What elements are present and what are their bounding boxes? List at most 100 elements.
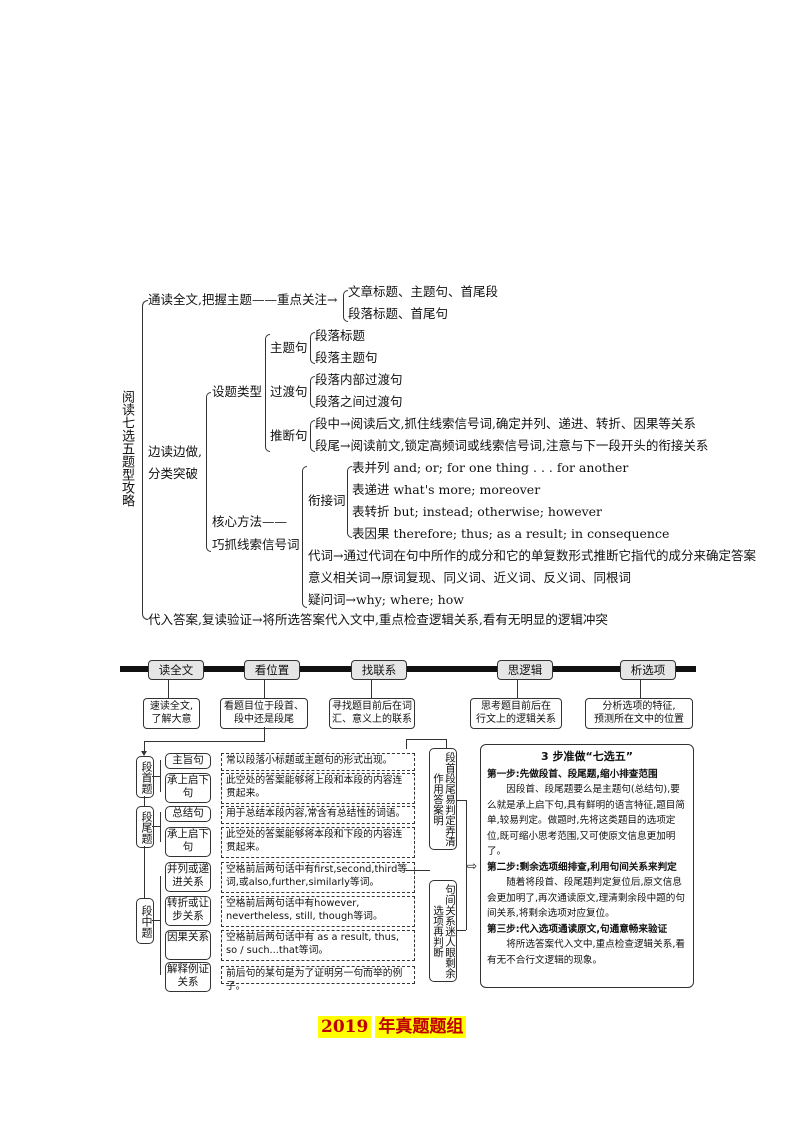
connector [406,870,430,871]
type-summary: 总结句 [165,806,211,822]
connector [446,739,447,748]
step-check-position: 看位置 [244,660,300,680]
arrow-right-icon: ⇨ [467,859,478,873]
connector [168,679,169,698]
branch1-item: 段落标题、首尾句 [348,306,449,321]
step-find-links: 找联系 [351,660,407,680]
other-clue-item: 疑问词→why; where; how [308,592,464,607]
desc-parallel: 空格前后两句话中有first,second,third等词,或also,furt… [221,862,415,893]
connectives-label: 衔接词 [308,493,346,508]
type-main-idea: 主旨句 [165,753,211,769]
note-start-end: 段首段尾易判定弄清作用答案明 [429,748,457,850]
step2-heading: 第二步:剩余选项细排查,利用句间关系来判定 [487,861,677,873]
position-paragraph-middle: 段中题 [136,898,154,944]
type-transition: 承上启下句 [165,827,211,857]
desc-check-position: 看题目位于段首、 段中还是段尾 [220,698,308,729]
topic-item: 段落主题句 [315,350,378,365]
connectives-brace [347,466,352,538]
arrow-down-icon [141,751,147,756]
type-transition: 承上启下句 [165,773,211,803]
type-contrast: 转折或让步关系 [165,896,211,926]
desc-transition-end: 此空处的答案能够将本段和下段的内容连贯起来。 [221,827,415,858]
step-think-logic: 思逻辑 [497,660,553,680]
root-brace [142,300,148,620]
desc-line: 思考题目前后在 [481,701,551,712]
connector [160,760,161,792]
branch2-brace [206,392,211,552]
transition-item: 段落之间过渡句 [315,394,403,409]
connector [144,741,145,754]
topic-sentence-label: 主题句 [270,340,308,355]
connector [144,846,145,898]
step-read-whole: 读全文 [148,660,204,680]
desc-line: 看题目位于段首、 [224,701,304,712]
connector [144,796,145,806]
branch1-item: 文章标题、主题句、首尾段 [348,284,499,299]
desc-line: 分析选项的特征, [602,701,676,712]
step3-heading: 第三步:代入选项通读原文,句通意畅来验证 [487,923,668,935]
question-types-brace [265,334,270,452]
connector [264,679,265,698]
inference-brace [310,420,315,452]
connector [160,812,161,842]
branch2-label: 边读边做, [148,444,202,459]
step1-body: 因段首、段尾题要么是主题句(总结句),要么就是承上启下句,具有鲜明的语言特征,题… [487,784,685,857]
step3-body: 将所选答案代入文中,重点检查逻辑关系,看有无不合行文逻辑的现象。 [487,939,685,966]
desc-line: 寻找题目前后在词 [332,701,412,712]
connector [264,727,265,741]
timeline-bar [120,666,696,672]
connector [406,739,407,749]
core-method-label: 巧抓线索信号词 [212,537,300,552]
root-title: 阅读七选五题型攻略 [119,390,134,507]
desc-think-logic: 思考题目前后在 行文上的逻辑关系 [470,698,562,729]
connective-item: 表因果 therefore; thus; as a result; in con… [352,526,670,541]
core-method-label: 核心方法—— [212,514,288,529]
inference-item: 段尾→阅读前文,锁定高频词或线索信号词,注意与下一段开头的衔接关系 [315,438,709,453]
connector [144,741,265,742]
topic-item: 段落标题 [315,328,366,343]
connector [406,739,446,740]
connector [456,800,466,801]
topic-brace [310,332,315,364]
three-steps-box: 3 步准做“七选五” 第一步:先做段首、段尾题,缩小排查范围 因段首、段尾题要么… [480,744,694,988]
core-method-brace [302,466,307,608]
desc-line: 段中还是段尾 [234,714,294,725]
desc-find-links: 寻找题目前后在词 汇、意义上的联系 [329,698,415,729]
desc-cause-effect: 空格前后两句话中有 as a result, thus, so / such..… [221,930,415,961]
connector [152,776,160,777]
desc-example: 前后句的某句是为了证明另一句而举的例子。 [221,966,415,992]
branch1-label: 通读全文,把握主题——重点关注→ [148,292,338,307]
section-year: 2019 [318,1016,372,1038]
position-paragraph-start: 段首题 [136,756,154,798]
desc-contrast: 空格前后两句话中有however, nevertheless, still, t… [221,896,415,927]
connector [371,679,372,698]
desc-line: 预测所在文中的位置 [594,714,684,725]
inference-item: 段中→阅读后文,抓住线索信号词,确定并列、递进、转折、因果等关系 [315,416,696,431]
note-middle: 句间关系迷人眼剩余选项再判断 [429,880,457,982]
branch1-brace [343,290,348,322]
inference-sentence-label: 推断句 [270,428,308,443]
connector [517,679,518,698]
other-clue-item: 意义相关词→原词复现、同义词、近义词、反义词、同根词 [308,570,631,585]
connector [160,876,161,975]
connective-item: 表转折 but; instead; otherwise; however [352,504,603,519]
desc-line: 速读全文, [149,701,194,712]
question-types-label: 设题类型 [212,384,263,399]
position-paragraph-end: 段尾题 [136,806,154,848]
desc-summary: 用于总结本段内容,常含有总结性的词语。 [221,806,415,824]
connective-item: 表并列 and; or; for one thing . . . for ano… [352,460,629,475]
connector [640,679,641,698]
connective-item: 表递进 what's more; moreover [352,482,541,497]
step-analyze-options: 析选项 [620,660,676,680]
type-parallel: 并列或递进关系 [165,862,211,892]
transition-sentence-label: 过渡句 [270,384,308,399]
desc-transition-start: 此空处的答案能够将上段和本段的内容连贯起来。 [221,773,415,804]
type-example: 解释例证关系 [165,962,211,992]
section-title-text: 年真题题组 [375,1016,467,1038]
steps-title: 3 步准做“七选五” [541,750,633,763]
connector [466,800,467,930]
connector [152,920,160,921]
desc-read-whole: 速读全文, 了解大意 [143,698,200,729]
desc-main-idea: 常以段落小标题或主题句的形式出现。 [221,753,415,771]
